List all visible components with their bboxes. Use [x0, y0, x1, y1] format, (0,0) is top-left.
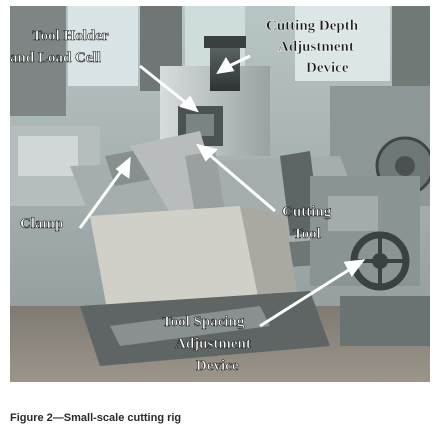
annotation-arrows: [78, 54, 366, 328]
label-tool-spacing-3: Device: [196, 358, 239, 374]
label-cutting-depth-1: Cutting Depth: [266, 18, 359, 34]
label-tool-holder-2: and Load Cell: [10, 50, 101, 66]
label-clamp: Clamp: [20, 216, 63, 232]
window-left: [68, 6, 138, 86]
window-right: [295, 6, 390, 81]
label-tool-holder-1: Tool Holder: [32, 28, 109, 44]
rig-photograph: Tool Holder and Load Cell Cutting Depth …: [10, 6, 430, 382]
label-tool-spacing-2: Adjustment: [175, 336, 251, 352]
label-cutting-depth-2: Adjustment: [278, 39, 354, 55]
arrow-tool-spacing: [259, 264, 356, 328]
label-cutting-depth-3: Device: [306, 60, 349, 76]
rock-sample-block: [90, 206, 260, 326]
label-cutting-tool-1: Cutting: [282, 204, 332, 220]
label-tool-spacing-1: Tool Spacing: [162, 314, 245, 330]
arrow-clamp: [78, 165, 127, 229]
arrow-tool-holder: [139, 64, 191, 108]
label-cutting-tool-2: Tool: [293, 226, 321, 242]
figure-caption: Figure 2—Small-scale cutting rig: [10, 412, 182, 424]
arrow-cutting-tool: [204, 149, 276, 213]
